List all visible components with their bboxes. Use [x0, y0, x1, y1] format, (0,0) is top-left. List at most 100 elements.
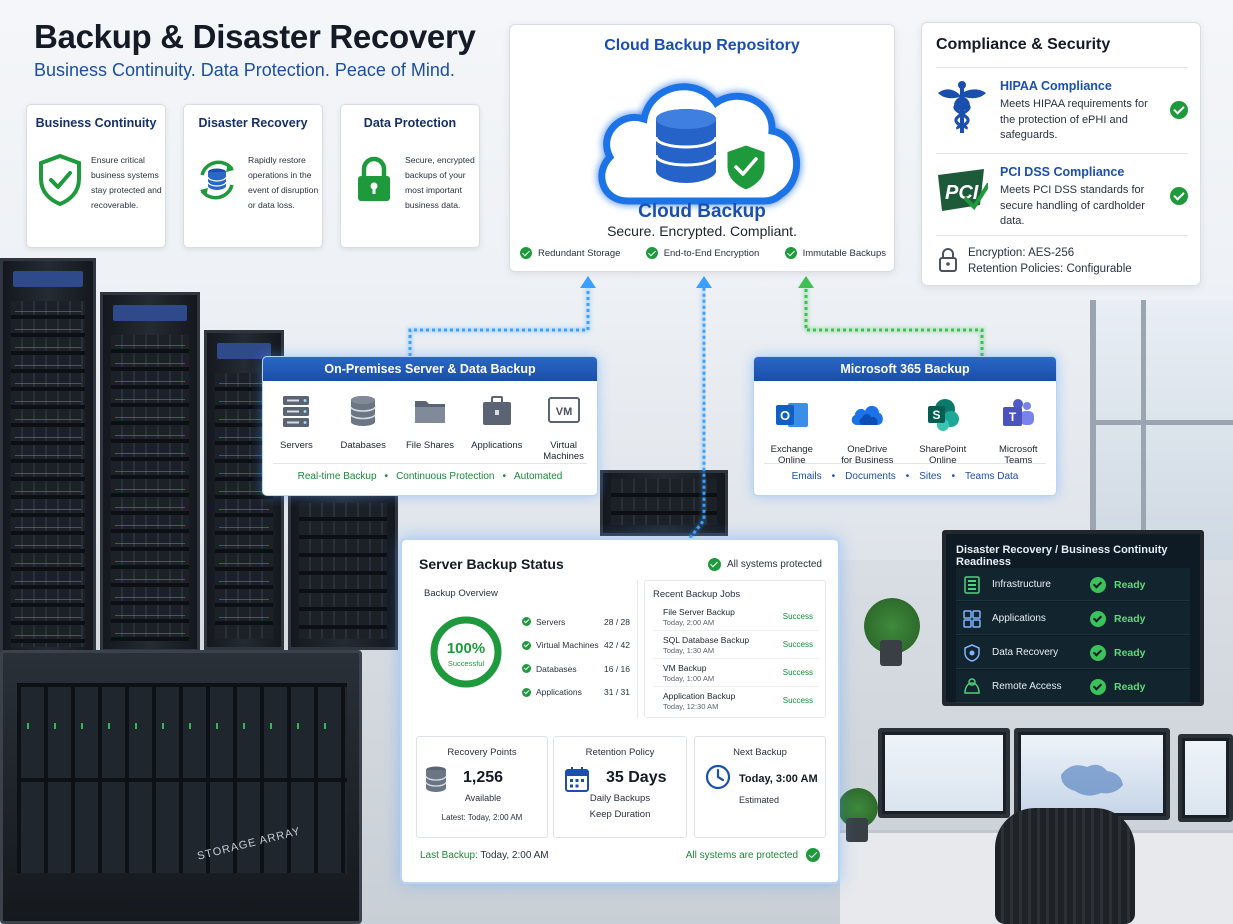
cloud-backup-name: Cloud Backup: [638, 201, 766, 222]
status-title: Server Backup Status: [419, 556, 564, 572]
feature-title: Disaster Recovery: [198, 116, 308, 130]
feature-text: Secure, encrypted backups of your most i…: [405, 155, 475, 210]
teams-icon: T: [1003, 399, 1035, 426]
feature-card-disaster-recovery: Disaster Recovery Rapidly restore operat…: [183, 104, 323, 248]
folder-icon: [414, 401, 445, 423]
feature-card-data-protection: Data Protection Secure, encrypted backup…: [340, 104, 480, 248]
dr-readiness-display: Disaster Recovery / Business Continuity …: [942, 530, 1204, 706]
check-icon: [806, 848, 820, 862]
last-backup-info: Last Backup: Today, 2:00 AM: [420, 850, 549, 861]
success-percent: 100%: [447, 640, 485, 657]
svg-text:O: O: [780, 408, 790, 423]
cloud-database-icon: [598, 83, 801, 205]
check-icon: [522, 687, 531, 697]
svg-text:VM: VM: [555, 406, 572, 418]
page-subtitle: Business Continuity. Data Protection. Pe…: [34, 60, 455, 80]
server-rack: [100, 292, 200, 652]
ready-badge-icon: [1090, 577, 1106, 593]
onprem-backup-panel: On-Premises Server & Data Backup Servers…: [262, 356, 598, 496]
server-backup-status-panel: Server Backup Status All systems protect…: [400, 538, 840, 884]
m365-features: Emails• Documents• Sites• Teams Data: [764, 463, 1046, 489]
compliance-item-hipaa: HIPAA Compliance Meets HIPAA requirement…: [936, 79, 1188, 159]
status-all-protected: All systems protected: [707, 558, 822, 571]
compliance-item-text: Meets PCI DSS standards for secure handl…: [1000, 184, 1145, 227]
check-icon: [522, 617, 531, 627]
compliance-title: Compliance & Security: [936, 36, 1111, 53]
server-rack: [288, 490, 398, 650]
onprem-item-file-shares[interactable]: File Shares: [397, 393, 464, 462]
readiness-title: Disaster Recovery / Business Continuity …: [956, 544, 1168, 568]
briefcase-icon: [482, 396, 511, 425]
pci-logo-icon: PCI: [938, 169, 988, 211]
plant-pot: [880, 640, 902, 666]
cloud-feature-item: Immutable Backups: [784, 247, 886, 259]
success-donut-chart: 100% Successful: [430, 616, 502, 688]
remote-access-icon: [964, 678, 980, 694]
applications-icon: [963, 610, 981, 628]
check-icon: [522, 664, 531, 674]
background-window: [1090, 300, 1233, 560]
check-icon: [707, 558, 721, 571]
check-icon: [520, 247, 532, 259]
onprem-item-virtual-machines[interactable]: VM Virtual Machines: [530, 393, 597, 462]
desk-monitor: [1014, 728, 1170, 820]
database-icon: [425, 766, 447, 792]
calendar-icon: [565, 767, 589, 792]
ready-badge-icon: [1090, 679, 1106, 695]
ready-badge-icon: [1090, 611, 1106, 627]
desk-monitor: [1178, 734, 1233, 822]
storage-array: [0, 650, 362, 924]
check-icon: [1170, 101, 1188, 119]
metric-next-backup: Next Backup Today, 3:00 AM Estimated: [694, 736, 826, 838]
feature-text: Ensure critical business systems stay pr…: [91, 155, 162, 210]
success-label: Successful: [448, 659, 485, 668]
compliance-item-title: PCI DSS Compliance: [1000, 165, 1125, 179]
clock-icon: [705, 764, 731, 790]
feature-title: Data Protection: [363, 116, 457, 130]
outlook-icon: O: [775, 403, 808, 427]
cloud-repository-title: Cloud Backup Repository: [604, 37, 800, 54]
database-icon: [350, 396, 376, 426]
onprem-item-applications[interactable]: Applications: [463, 393, 530, 462]
cloud-backup-tagline: Secure. Encrypted. Compliant.: [607, 223, 797, 239]
check-icon: [784, 247, 797, 259]
desk-monitor: [878, 728, 1010, 818]
compliance-item-text: Meets HIPAA requirements for the protect…: [1000, 98, 1148, 141]
compliance-item-title: HIPAA Compliance: [1000, 79, 1112, 93]
compliance-item-pci-dss: PCI PCI DSS Compliance Meets PCI DSS sta…: [936, 165, 1188, 245]
m365-panel-title: Microsoft 365 Backup: [754, 357, 1056, 381]
compliance-security-panel: Compliance & Security HIPAA Compliance M…: [921, 22, 1201, 286]
server-rack: [600, 470, 728, 536]
svg-text:S: S: [932, 408, 940, 422]
cloud-feature-item: Redundant Storage: [520, 247, 620, 259]
onprem-item-databases[interactable]: Databases: [330, 393, 397, 462]
all-protected-footer: All systems are protected: [686, 848, 820, 862]
office-chair: [995, 808, 1135, 924]
server-rack: [0, 258, 96, 658]
data-recovery-icon: [964, 644, 980, 662]
success-donut-arc: [430, 616, 502, 688]
cloud-feature-item: End-to-End Encryption: [645, 247, 759, 259]
page-title: Backup & Disaster Recovery: [34, 18, 476, 55]
metric-recovery-points: Recovery Points 1,256 Available Latest: …: [416, 736, 548, 838]
feature-title: Business Continuity: [35, 116, 157, 130]
feature-text: Rapidly restore operations in the event …: [248, 155, 319, 210]
onprem-item-servers[interactable]: Servers: [263, 393, 330, 462]
